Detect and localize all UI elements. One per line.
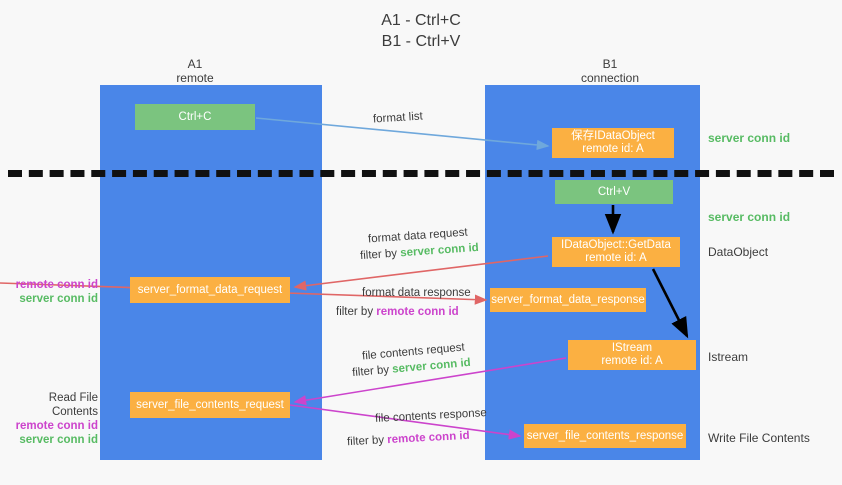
lane-a1-sub: remote	[176, 71, 214, 85]
lane-a1-name: A1	[187, 57, 203, 71]
edge-label-format-list: format list	[373, 109, 424, 127]
left-label-remote-conn-id-1: remote conn id	[15, 279, 98, 291]
lane-header-b1: B1 connection	[510, 57, 710, 85]
edge-label-format-data-response-filter: filter by remote conn id	[336, 305, 459, 320]
filter-prefix: filter by	[351, 363, 393, 380]
left-label-group-file: Read File Contents remote conn id server…	[6, 391, 98, 447]
box-server-format-data-request[interactable]: server_format_data_request	[130, 277, 290, 303]
box-server-format-data-response[interactable]: server_format_data_response	[490, 288, 646, 312]
lane-header-a1: A1 remote	[120, 57, 270, 85]
box-save-idataobject-line1: 保存IDataObject	[571, 130, 655, 142]
box-getdata-line2: remote id: A	[585, 252, 647, 264]
edge-label-format-data-response: format data response	[362, 286, 471, 301]
phase-divider	[8, 170, 834, 177]
edge-label-file-contents-response-text: file contents response	[374, 407, 488, 425]
box-ctrl-v-label: Ctrl+V	[597, 185, 631, 198]
box-getdata-line1: IDataObject::GetData	[561, 239, 671, 251]
box-server-format-data-response-label: server_format_data_response	[491, 293, 645, 306]
box-server-format-data-request-label: server_format_data_request	[137, 283, 283, 296]
left-label-read-file-contents: Read File Contents	[48, 392, 98, 418]
box-server-file-contents-request-label: server_file_contents_request	[136, 398, 284, 411]
diagram-title: A1 - Ctrl+C B1 - Ctrl+V	[0, 10, 842, 52]
left-label-remote-conn-id-2: remote conn id	[15, 420, 98, 432]
filter-prefix: filter by	[336, 306, 377, 318]
edge-label-file-contents-response-filter: filter by remote conn id	[347, 429, 470, 450]
box-ctrl-v[interactable]: Ctrl+V	[555, 180, 673, 204]
lane-b1-name: B1	[602, 57, 618, 71]
box-ctrl-c-label: Ctrl+C	[178, 110, 212, 123]
box-ctrl-c[interactable]: Ctrl+C	[135, 104, 255, 130]
left-label-server-conn-id-1: server conn id	[19, 293, 98, 305]
left-label-server-conn-id-2: server conn id	[19, 434, 98, 446]
box-save-idataobject[interactable]: 保存IDataObject remote id: A	[552, 128, 674, 158]
edge-label-file-contents-response: file contents response	[375, 406, 488, 427]
filter-value-remote-conn-id: remote conn id	[386, 429, 470, 447]
box-idataobject-getdata[interactable]: IDataObject::GetData remote id: A	[552, 237, 680, 267]
edge-label-format-data-response-text: format data response	[362, 287, 471, 299]
lane-b1-sub: connection	[580, 71, 640, 85]
filter-prefix: filter by	[346, 434, 388, 449]
right-label-server-conn-id-top: server conn id	[708, 131, 791, 145]
filter-value-server-conn-id: server conn id	[399, 241, 480, 260]
title-line-1: A1 - Ctrl+C	[381, 12, 461, 29]
box-server-file-contents-request[interactable]: server_file_contents_request	[130, 392, 290, 418]
filter-value-remote-conn-id: remote conn id	[376, 306, 459, 318]
box-server-file-contents-response[interactable]: server_file_contents_response	[524, 424, 686, 448]
title-line-2: B1 - Ctrl+V	[381, 33, 461, 50]
box-server-file-contents-response-label: server_file_contents_response	[526, 429, 684, 442]
filter-prefix: filter by	[359, 247, 401, 263]
edge-label-format-list-text: format list	[372, 110, 424, 126]
right-label-write-file-contents: Write File Contents	[708, 431, 810, 445]
box-save-idataobject-line2: remote id: A	[582, 143, 644, 155]
box-istream[interactable]: IStream remote id: A	[568, 340, 696, 370]
box-istream-line2: remote id: A	[601, 355, 663, 367]
box-istream-line1: IStream	[611, 342, 653, 354]
left-label-group-format: remote conn id server conn id	[6, 278, 98, 306]
right-label-server-conn-id-mid: server conn id	[708, 210, 791, 224]
right-label-dataobject: DataObject	[708, 245, 769, 259]
right-label-istream: Istream	[708, 350, 749, 364]
